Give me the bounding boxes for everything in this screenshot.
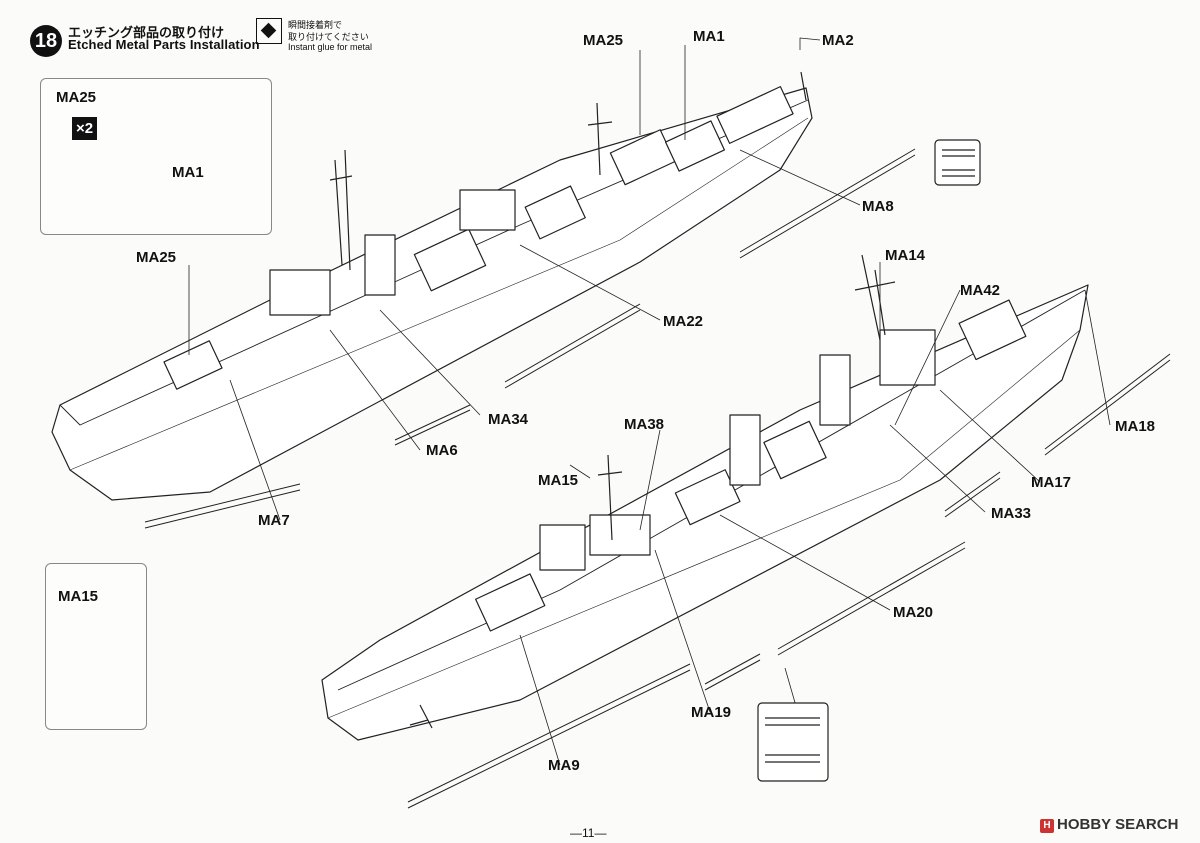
callout-ma1: MA1 (693, 28, 725, 45)
railings (144, 148, 1171, 809)
callout-ma6: MA6 (426, 442, 458, 459)
callout-ma8: MA8 (862, 198, 894, 215)
watermark-text: HOBBY SEARCH (1057, 816, 1179, 833)
callout-ma20: MA20 (893, 604, 934, 621)
callout-ma33: MA33 (991, 505, 1032, 522)
callout-ma9: MA9 (548, 757, 580, 774)
diamond-glue-icon (256, 18, 282, 44)
glue-note-line1: 瞬間接着剤で (288, 20, 343, 30)
callout-ma25-top: MA25 (583, 32, 624, 49)
callout-ma25-left: MA25 (136, 249, 177, 266)
callout-ma22: MA22 (663, 313, 704, 330)
leader-lines (188, 37, 1111, 766)
callout-ma42: MA42 (960, 282, 1001, 299)
callout-ma34: MA34 (488, 411, 529, 428)
multiplier-badge: ×2 (72, 117, 97, 140)
step-title-en: Etched Metal Parts Installation (68, 37, 260, 52)
detail-railings (757, 139, 981, 782)
glue-note: 瞬間接着剤で 取り付けてください Instant glue for metal (256, 16, 376, 54)
inset-label-ma15: MA15 (58, 588, 99, 605)
callout-ma14: MA14 (885, 247, 926, 264)
callout-ma15: MA15 (538, 472, 579, 489)
upper-ship (51, 71, 813, 501)
inset-ma15 (45, 563, 147, 730)
glue-note-line2: 取り付けてください (288, 32, 369, 42)
inset-label-ma1: MA1 (172, 164, 204, 181)
callout-ma18: MA18 (1115, 418, 1156, 435)
step-number-badge: 18 (30, 25, 62, 57)
callout-ma38: MA38 (624, 416, 665, 433)
glue-note-line3: Instant glue for metal (288, 42, 373, 52)
callout-ma17: MA17 (1031, 474, 1072, 491)
page-number: —11— (570, 826, 607, 840)
callout-ma2: MA2 (822, 32, 854, 49)
step-title-jp: エッチング部品の取り付け (68, 25, 225, 40)
callout-ma7: MA7 (258, 512, 290, 529)
callout-ma19: MA19 (691, 704, 732, 721)
inset-label-ma25: MA25 (56, 89, 97, 106)
inset-ma25 (40, 78, 272, 235)
hobbysearch-logo-icon: H (1040, 819, 1054, 833)
lower-ship (321, 254, 1089, 741)
